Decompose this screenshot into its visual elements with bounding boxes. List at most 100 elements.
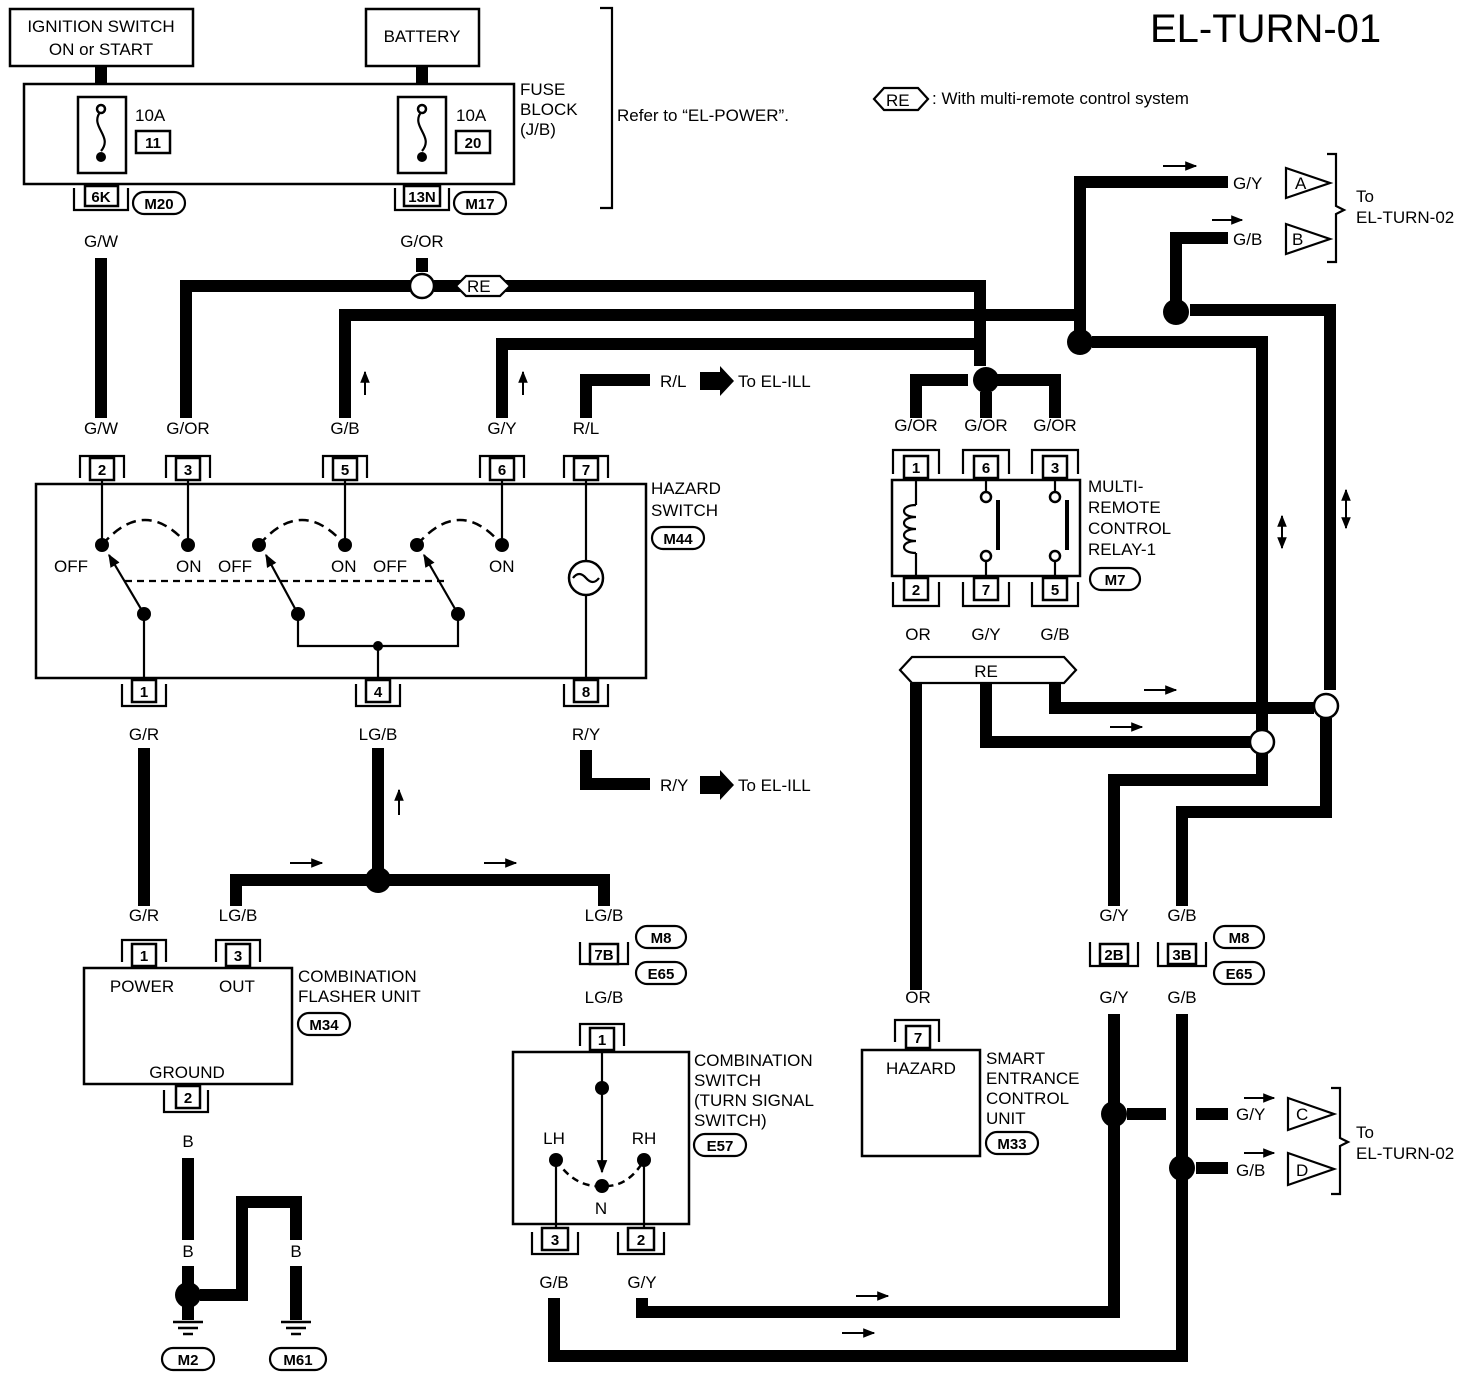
svg-text:OFF: OFF — [54, 557, 88, 576]
battery-box: BATTERY — [364, 7, 481, 68]
svg-text:OFF: OFF — [218, 557, 252, 576]
re-splice-right-1 — [1312, 692, 1340, 720]
svg-text:LG/B: LG/B — [359, 725, 398, 744]
to-turn02-top-1: To — [1356, 187, 1374, 206]
output-c-wire: G/Y — [1236, 1105, 1265, 1124]
svg-text:G/Y: G/Y — [971, 625, 1000, 644]
fuse-block-label-2: BLOCK — [520, 100, 578, 119]
svg-text:LG/B: LG/B — [585, 988, 624, 1007]
svg-text:G/OR: G/OR — [166, 419, 209, 438]
svg-text:RH: RH — [632, 1129, 657, 1148]
relay-label-3: CONTROL — [1088, 519, 1171, 538]
svg-text:1: 1 — [598, 1032, 606, 1049]
fuse-block: 10A 11 10A 20 FUSE BLOCK (J/B) — [22, 80, 578, 186]
fuse2-number: 20 — [465, 135, 482, 152]
svg-text:8: 8 — [582, 684, 590, 701]
svg-text:G/R: G/R — [129, 906, 159, 925]
combination-flasher-unit: 1 3 POWER OUT GROUND 2 — [82, 938, 294, 1114]
fuse1-number: 11 — [145, 135, 161, 152]
hazard-switch-box: 2 3 5 6 7 OFF ON OFF ON OFF ON — [34, 454, 648, 708]
output-a-wire: G/Y — [1233, 174, 1262, 193]
svg-text:5: 5 — [1051, 582, 1059, 599]
svg-text:3: 3 — [184, 462, 192, 479]
output-a-letter: A — [1295, 174, 1307, 193]
svg-text:G/B: G/B — [330, 419, 359, 438]
relay-label-1: MULTI- — [1088, 477, 1143, 496]
svg-text:2: 2 — [912, 582, 920, 599]
bidirectional-arrows — [1277, 488, 1351, 550]
to-turn02-bottom-2: EL-TURN-02 — [1356, 1144, 1454, 1163]
combo-switch-label-4: SWITCH) — [694, 1111, 767, 1130]
diagram-title: EL-TURN-01 — [1150, 7, 1381, 51]
svg-text:G/B: G/B — [1040, 625, 1069, 644]
wire-gw-label: G/W — [84, 232, 118, 251]
ref-m17: M17 — [465, 196, 494, 213]
svg-text:7B: 7B — [594, 947, 613, 964]
smart-unit-label-4: UNIT — [986, 1109, 1026, 1128]
connector-3b: 3B — [1156, 942, 1208, 968]
svg-text:OR: OR — [905, 625, 931, 644]
re-tag-relay: RE — [974, 662, 998, 681]
re-splice-right-2 — [1248, 728, 1276, 756]
ref-m44: M44 — [663, 531, 693, 548]
svg-text:7: 7 — [982, 582, 990, 599]
svg-text:OR: OR — [905, 988, 931, 1007]
svg-text:6: 6 — [982, 460, 990, 477]
wire-rl-ill: R/L — [660, 372, 686, 391]
svg-text:B: B — [290, 1242, 301, 1261]
refer-el-power: Refer to “EL-POWER”. — [617, 106, 789, 125]
svg-text:13N: 13N — [408, 189, 436, 206]
svg-text:1: 1 — [140, 948, 148, 965]
connector-7b: 7B — [578, 942, 630, 966]
ref-m20: M20 — [144, 196, 173, 213]
svg-text:4: 4 — [374, 684, 383, 701]
fuse-block-label-1: FUSE — [520, 80, 565, 99]
relay-label-2: REMOTE — [1088, 498, 1161, 517]
multi-remote-relay: 1 6 3 2 7 5 — [890, 448, 1082, 608]
connector-13n: 13N — [393, 184, 451, 212]
ignition-switch-box: IGNITION SWITCH ON or START — [8, 7, 195, 68]
svg-text:2: 2 — [637, 1232, 645, 1249]
fuse2-amps: 10A — [456, 106, 487, 125]
svg-text:3B: 3B — [1172, 947, 1191, 964]
wire-gor-label: G/OR — [400, 232, 443, 251]
output-d-arrow — [1286, 1151, 1338, 1187]
svg-text:LH: LH — [543, 1129, 565, 1148]
hazard-top-pins: 2 3 5 6 7 — [78, 454, 610, 482]
svg-text:G/Y: G/Y — [1099, 988, 1128, 1007]
ignition-label-1: IGNITION SWITCH — [27, 17, 174, 36]
hazard-switch-label-2: SWITCH — [651, 501, 718, 520]
smart-unit-label-2: ENTRANCE — [986, 1069, 1080, 1088]
svg-text:GROUND: GROUND — [149, 1063, 225, 1082]
re-legend: RE : With multi-remote control system — [872, 86, 1189, 112]
svg-text:7: 7 — [914, 1030, 922, 1047]
ref-m8-right: M8 — [1229, 930, 1250, 947]
svg-text:6K: 6K — [91, 189, 110, 206]
svg-text:G/W: G/W — [84, 419, 118, 438]
re-legend-text: : With multi-remote control system — [932, 89, 1189, 108]
output-b-wire: G/B — [1233, 230, 1262, 249]
svg-text:ON: ON — [489, 557, 515, 576]
svg-text:2B: 2B — [1104, 947, 1123, 964]
fuse-block-label-3: (J/B) — [520, 120, 556, 139]
ref-m34: M34 — [309, 1017, 339, 1034]
output-d-wire: G/B — [1236, 1161, 1265, 1180]
svg-text:R/L: R/L — [573, 419, 599, 438]
svg-text:ON: ON — [331, 557, 357, 576]
ref-e57: E57 — [707, 1138, 734, 1155]
svg-text:B: B — [182, 1242, 193, 1261]
svg-text:B: B — [236, 1242, 247, 1261]
svg-text:G/B: G/B — [539, 1273, 568, 1292]
svg-text:LG/B: LG/B — [219, 906, 258, 925]
ref-m2: M2 — [178, 1352, 199, 1369]
output-c-arrow — [1286, 1096, 1338, 1132]
output-b-arrow — [1284, 222, 1334, 256]
ground-symbol-m61 — [281, 1320, 311, 1336]
to-el-ill-bottom: To EL-ILL — [738, 776, 811, 795]
svg-text:G/Y: G/Y — [1099, 906, 1128, 925]
svg-text:G/B: G/B — [1167, 906, 1196, 925]
combo-switch-label-1: COMBINATION — [694, 1051, 813, 1070]
svg-text:3: 3 — [234, 948, 242, 965]
svg-text:G/Y: G/Y — [627, 1273, 656, 1292]
